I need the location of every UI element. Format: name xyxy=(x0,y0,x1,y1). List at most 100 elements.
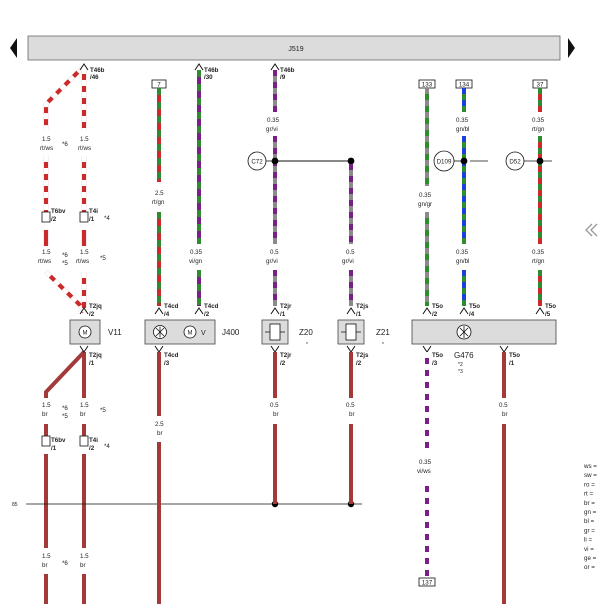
connector-name: T2js xyxy=(356,352,369,359)
wire-color: rt/ws xyxy=(40,145,53,152)
connector-pin: /1 xyxy=(509,360,515,367)
junction-dot xyxy=(347,157,355,165)
wire-gauge: 1.5 xyxy=(42,136,51,143)
wire-box-label: 133 xyxy=(422,82,433,89)
legend-item: ws = xyxy=(583,463,597,470)
wire-box-label: 137 xyxy=(422,580,433,587)
legend-item: or = xyxy=(584,564,595,571)
wire-box-label: 134 xyxy=(459,82,470,89)
wire-gauge: 0.5 xyxy=(346,402,355,409)
wire-color: rt/ws xyxy=(76,258,89,265)
connector-name: T2jq xyxy=(89,352,102,359)
wire-gauge: 0.35 xyxy=(532,249,545,256)
connector-name: T2jr xyxy=(280,352,292,359)
legend-item: vi = xyxy=(584,546,594,553)
header-bar xyxy=(27,35,561,61)
pin-label: /30 xyxy=(204,74,213,81)
wire-color: br xyxy=(273,411,279,418)
wire-box-label: 7 xyxy=(157,82,161,89)
pin-label: T46b xyxy=(280,67,295,74)
wire-note: *6 xyxy=(62,405,68,412)
legend-item: ro = xyxy=(584,481,595,488)
wire-color: br xyxy=(157,430,163,437)
color-legend: ws =sw =ro =rt =br =gn =bl =gr =li =vi =… xyxy=(583,463,597,571)
legend-item: ge = xyxy=(584,555,597,562)
connector-pin: /1 xyxy=(89,360,95,367)
legend-item: li = xyxy=(584,537,592,544)
svg-text:M: M xyxy=(83,331,88,337)
wire-gauge: 0.35 xyxy=(456,249,469,256)
connector-name: T2js xyxy=(356,303,369,310)
connector-icon xyxy=(41,435,51,447)
wire-gauge: 0.35 xyxy=(419,192,432,199)
wire-note: *6 xyxy=(62,560,68,567)
legend-item: gn = xyxy=(584,509,597,516)
connector-pin: /3 xyxy=(432,360,438,367)
connector-name: T4cd xyxy=(164,303,179,310)
wire-group-j400: 7 2.5 rt/gn T46b /30 0.35 vi/gn T4cd /4 … xyxy=(144,63,240,604)
connector-pin: /2 xyxy=(51,216,57,223)
wire-gauge: 0.5 xyxy=(499,402,508,409)
wire-color: br xyxy=(42,562,48,569)
component-label: Z20 xyxy=(299,328,313,337)
double-chevron-left-icon[interactable] xyxy=(585,223,598,237)
wire-color: br xyxy=(502,411,508,418)
connector-pin: /4 xyxy=(164,311,170,318)
connector-pin: /1 xyxy=(51,445,57,452)
connector-name: T4cd xyxy=(164,352,179,359)
wire-box-label: 37 xyxy=(537,82,544,89)
wire-color: vi/ws xyxy=(417,468,431,475)
pin-label: T46b xyxy=(204,67,219,74)
heater-icon xyxy=(269,323,281,341)
svg-text:M: M xyxy=(188,331,193,337)
pin-label: /9 xyxy=(280,74,286,81)
component-g476[interactable] xyxy=(411,319,557,345)
connector-icon xyxy=(79,211,89,223)
wire-group-z20-z21: T46b /9 0.35 gr/vi C72 0.5 gr/vi 0.5 gr/… xyxy=(247,63,390,504)
connector-pin: /2 xyxy=(356,360,362,367)
wire-gauge: 0.35 xyxy=(532,117,545,124)
triangle-left-icon[interactable] xyxy=(10,38,17,58)
wire-color: gn/gr xyxy=(418,201,432,208)
wire-gauge: 1.5 xyxy=(80,249,89,256)
pin-label: /46 xyxy=(90,74,99,81)
component-note: * xyxy=(382,342,384,348)
wire-group-g476: 133 0.35 gn/gr 134 0.35 gn/bl 0.35 gn/bl… xyxy=(411,79,557,604)
wire-gauge: 1.5 xyxy=(42,402,51,409)
wire-gauge: 0.35 xyxy=(267,117,280,124)
connector-name: T6bv xyxy=(51,208,66,215)
wire-gauge: 2.5 xyxy=(155,421,164,428)
wire-gauge: 1.5 xyxy=(80,402,89,409)
wire-note: *6 xyxy=(62,141,68,148)
legend-item: rt = xyxy=(584,491,593,498)
connector-pin: /2 xyxy=(432,311,438,318)
connector-pin: /5 xyxy=(545,311,551,318)
junction-label: D109 xyxy=(437,159,452,166)
component-note: * xyxy=(306,342,308,348)
component-label: G476 xyxy=(454,351,474,360)
connector-name: T2jq xyxy=(89,303,102,310)
connector-name: T4i xyxy=(89,437,98,444)
connector-name: T5o xyxy=(469,303,480,310)
component-label: J400 xyxy=(222,328,240,337)
wire-note: *5 xyxy=(62,260,68,267)
wire-color: gn/bl xyxy=(456,126,469,133)
junction-label: D52 xyxy=(509,159,521,166)
legend-item: bl = xyxy=(584,518,595,525)
connector-name: T4i xyxy=(89,208,98,215)
connector-pin: /2 xyxy=(89,445,95,452)
legend-item: gr = xyxy=(584,527,595,534)
wire-color: br xyxy=(80,562,86,569)
connector-name: T6bv xyxy=(51,437,66,444)
wire-color: gr/vi xyxy=(342,258,354,265)
connector-note: *4 xyxy=(104,215,110,222)
wire-gauge: 0.5 xyxy=(270,402,279,409)
header-title: J519 xyxy=(288,46,303,53)
pin-label: T46b xyxy=(90,67,105,74)
wire-gauge: 0.5 xyxy=(270,249,279,256)
triangle-right-icon[interactable] xyxy=(568,38,575,58)
connector-pin: /3 xyxy=(164,360,170,367)
wire-color: gr/vi xyxy=(266,258,278,265)
connector-pin: /2 xyxy=(89,311,95,318)
